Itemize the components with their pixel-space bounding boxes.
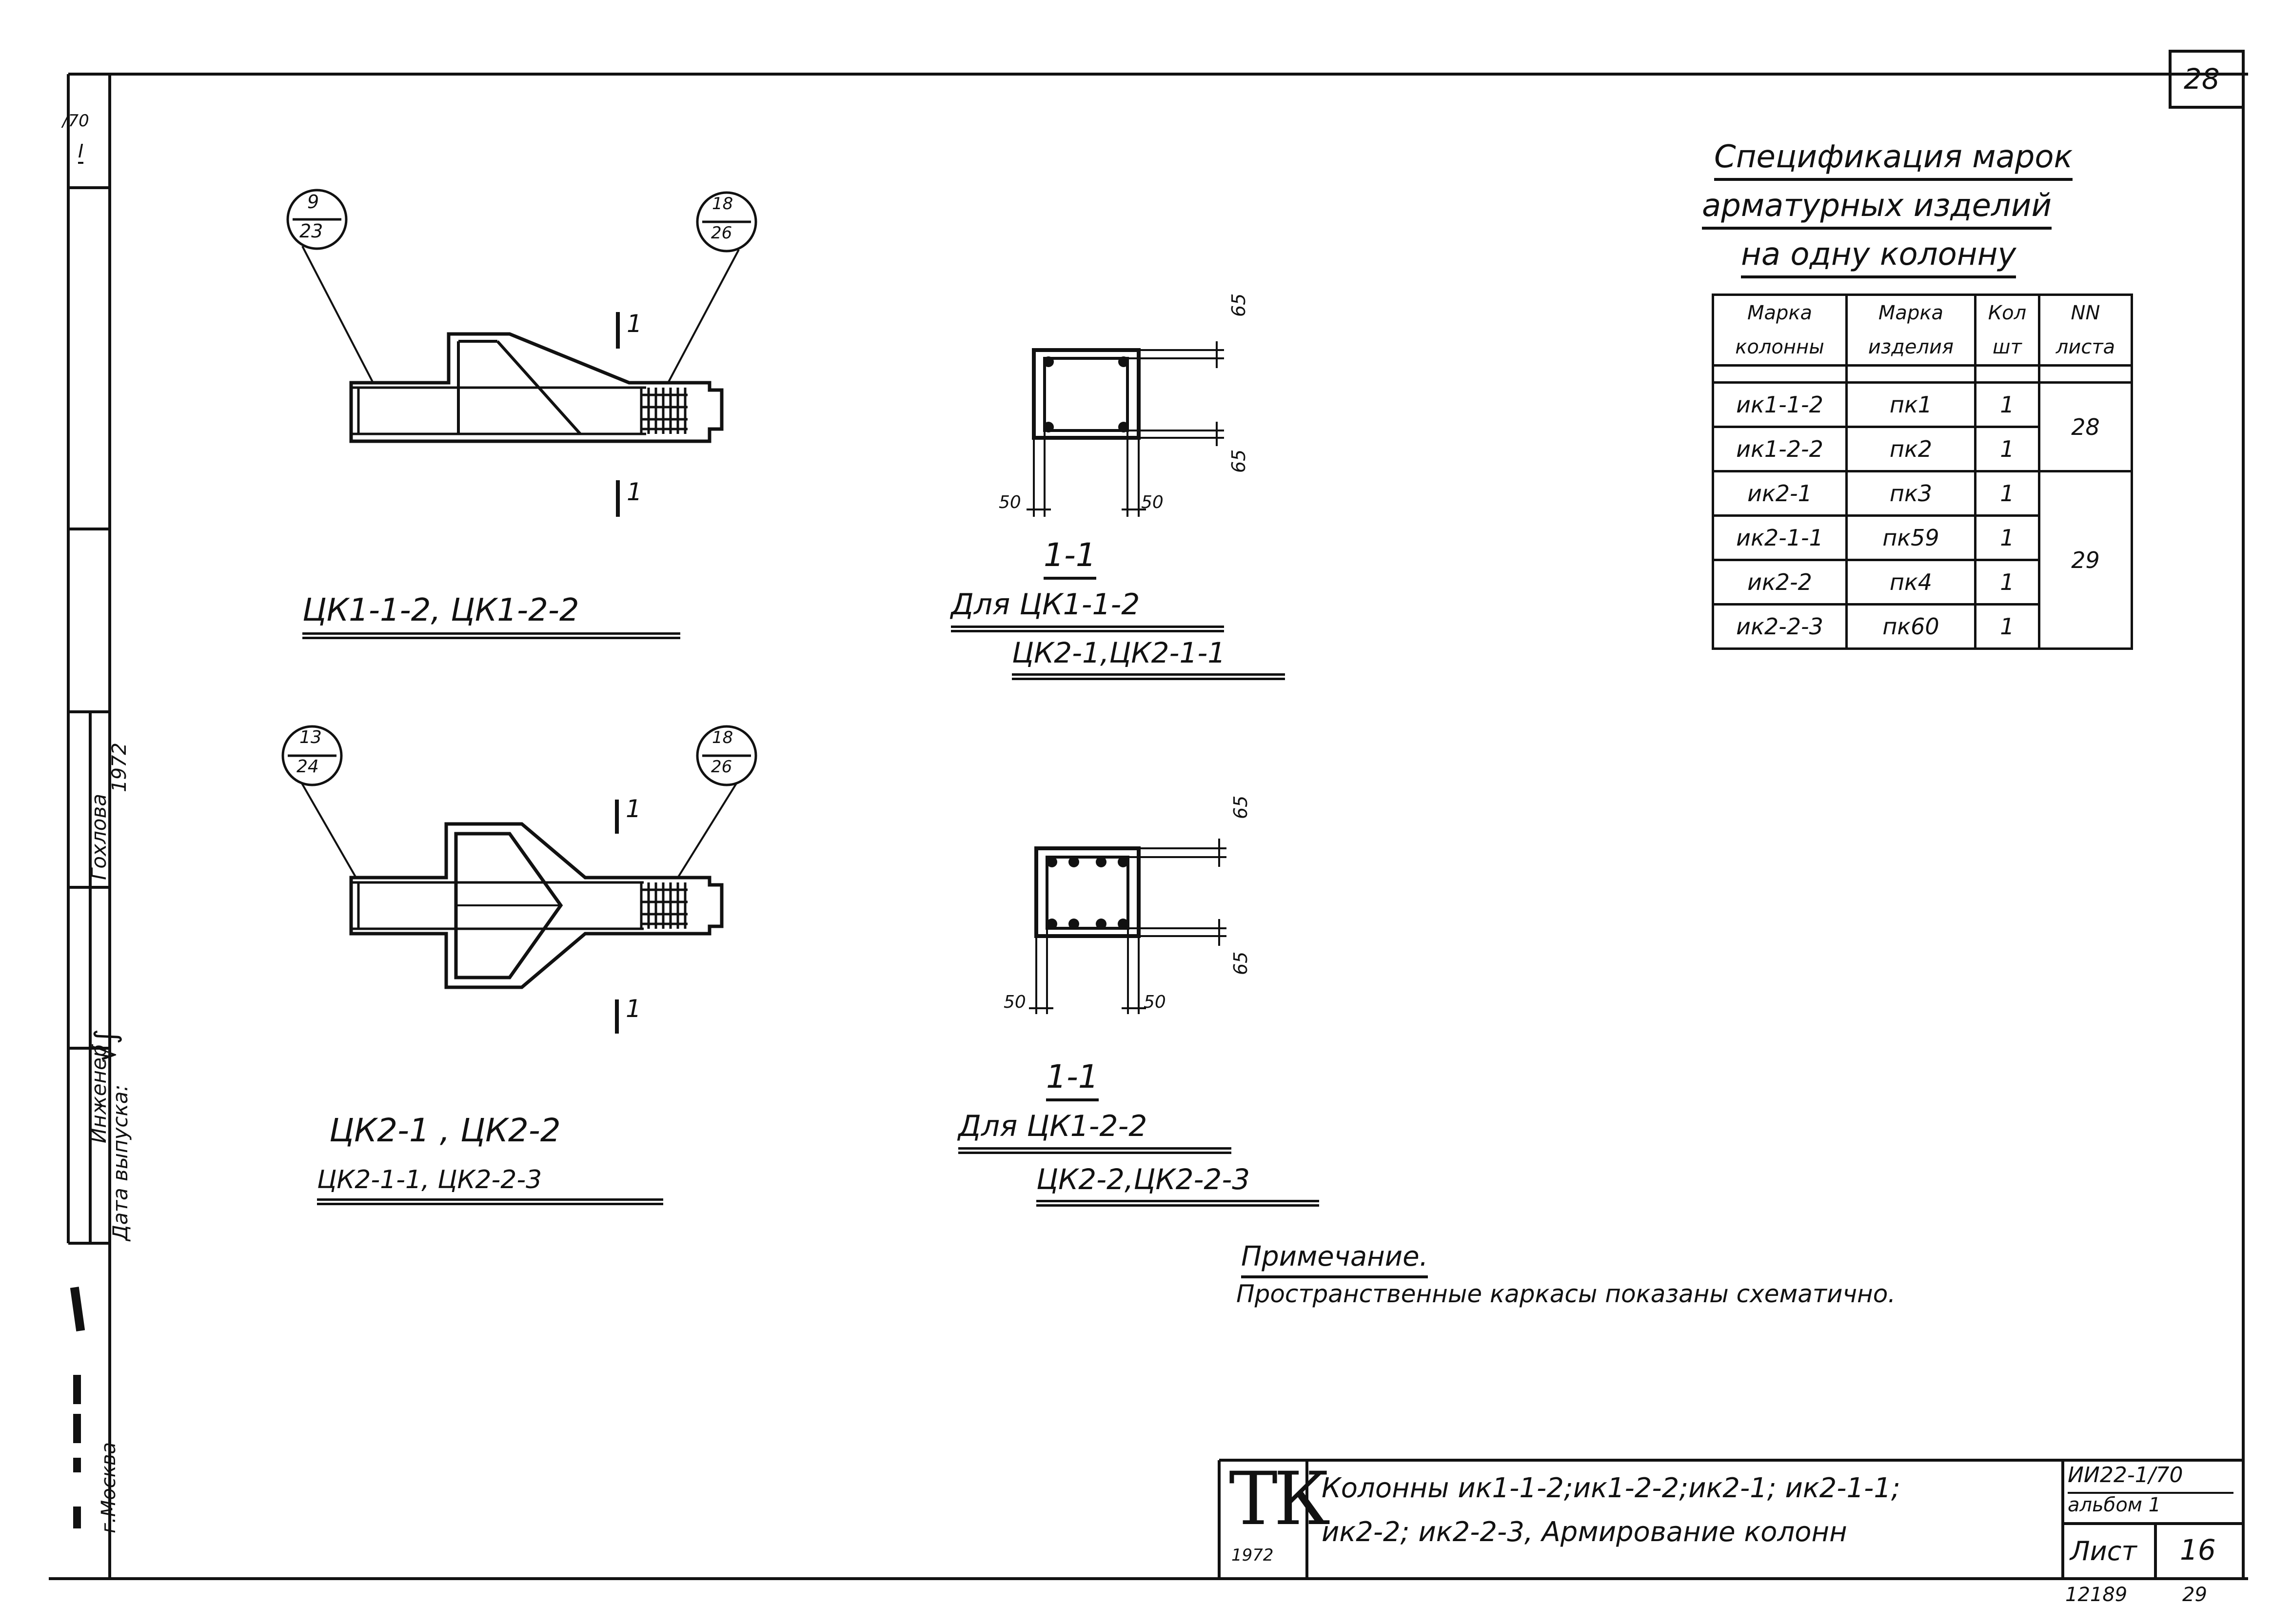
section-1-dim-right: 50 bbox=[1141, 492, 1164, 512]
signature-mark: √∫ bbox=[89, 1029, 123, 1063]
callout-2-left-den: 24 bbox=[296, 757, 319, 777]
cut-mark-2-top: 1 bbox=[626, 795, 641, 823]
cut-mark-1-top: 1 bbox=[627, 310, 642, 338]
title-series: ИИ22-1/70 bbox=[2068, 1463, 2183, 1487]
tk-logo: ТК bbox=[1229, 1457, 1330, 1542]
spec-title-line3: на одну колонну bbox=[1741, 236, 2016, 278]
elevation-1 bbox=[286, 189, 757, 517]
title-description-line1: Колонны ик1-1-2;ик1-2-2;ик2-1; ик2-1-1; bbox=[1322, 1472, 1900, 1504]
spec-sheet-group-1: 28 bbox=[2037, 381, 2134, 472]
section-1-dim-top: 65 bbox=[1228, 293, 1249, 317]
note-title: Примечание. bbox=[1241, 1241, 1428, 1278]
section-2-for-line: Для ЦК1-2-2 bbox=[958, 1109, 1231, 1154]
tk-logo-year: 1972 bbox=[1231, 1546, 1274, 1565]
cut-mark-2-bottom: 1 bbox=[626, 995, 641, 1023]
table-row: ик1-2-2 пк2 1 bbox=[1711, 426, 2132, 472]
elevation-2-label-line2: ЦК2-1-1, ЦК2-2-3 bbox=[317, 1165, 663, 1205]
note-text: Пространственные каркасы показаны схемат… bbox=[1236, 1280, 1896, 1308]
engineer-name: Гохлова bbox=[87, 794, 111, 880]
elevation-2 bbox=[281, 725, 757, 1034]
callout-1-right-den: 26 bbox=[711, 223, 732, 243]
spec-title-line2: арматурных изделий bbox=[1702, 188, 2052, 230]
section-1 bbox=[1027, 341, 1224, 517]
title-description-line2: ик2-2; ик2-2-3, Армирование колонн bbox=[1322, 1516, 1847, 1548]
callout-2-left-num: 13 bbox=[299, 727, 322, 747]
callout-2-right-num: 18 bbox=[712, 728, 733, 747]
corner-sheet-number: 28 bbox=[2184, 62, 2220, 96]
album-code: /70 bbox=[62, 111, 89, 131]
table-row: ик2-2-3 пк60 1 bbox=[1711, 603, 2132, 650]
callout-1-right-num: 18 bbox=[712, 194, 733, 214]
title-sheet-label: Лист bbox=[2070, 1536, 2137, 1566]
section-2-dim-top: 65 bbox=[1230, 795, 1251, 819]
table-row: ик1-1-2 пк1 1 28 bbox=[1711, 381, 2134, 472]
archive-sheet: 29 bbox=[2182, 1584, 2207, 1606]
table-row: ик2-2 пк4 1 bbox=[1711, 559, 2132, 606]
section-2-dim-bottom: 65 bbox=[1230, 951, 1251, 975]
spec-sheet-group-2: 29 bbox=[2037, 470, 2134, 650]
section-1-dim-bottom: 65 bbox=[1228, 449, 1249, 473]
section-1-for-line: Для ЦК1-1-2 bbox=[951, 587, 1224, 632]
section-1-dim-left: 50 bbox=[999, 492, 1021, 512]
table-row: ик2-1-1 пк59 1 bbox=[1711, 514, 2132, 561]
section-2-second-line: ЦК2-2,ЦК2-2-3 bbox=[1036, 1163, 1319, 1207]
section-1-second-line: ЦК2-1,ЦК2-1-1 bbox=[1012, 636, 1285, 680]
callout-2-right-den: 26 bbox=[711, 757, 732, 777]
spec-title-line1: Спецификация марок bbox=[1714, 139, 2073, 181]
release-date-label: Дата выпуска: bbox=[108, 1084, 132, 1241]
cut-mark-1-bottom: 1 bbox=[627, 478, 642, 506]
corner-sheet-box bbox=[2169, 50, 2245, 109]
archive-number: 12189 bbox=[2065, 1584, 2128, 1606]
elevation-2-label-line1: ЦК2-1 , ЦК2-2 bbox=[329, 1112, 561, 1149]
table-row: ик2-1 пк3 1 29 bbox=[1711, 470, 2134, 650]
section-2 bbox=[1029, 839, 1226, 1014]
section-2-dim-right: 50 bbox=[1144, 992, 1166, 1012]
callout-1-left-num: 9 bbox=[307, 191, 319, 213]
elevation-1-label: ЦК1-1-2, ЦК1-2-2 bbox=[302, 592, 680, 639]
binding-marks bbox=[70, 1287, 85, 1528]
section-1-title: 1-1 bbox=[1044, 536, 1096, 580]
section-2-dim-left: 50 bbox=[1004, 992, 1026, 1012]
title-sheet-number: 16 bbox=[2180, 1533, 2216, 1566]
album-roman: I bbox=[78, 140, 84, 164]
title-album: альбом 1 bbox=[2068, 1492, 2233, 1516]
release-year: 1972 bbox=[108, 743, 131, 792]
city-label: г.Москва bbox=[98, 1442, 120, 1533]
callout-1-left-den: 23 bbox=[299, 220, 323, 242]
section-2-title: 1-1 bbox=[1046, 1058, 1099, 1101]
